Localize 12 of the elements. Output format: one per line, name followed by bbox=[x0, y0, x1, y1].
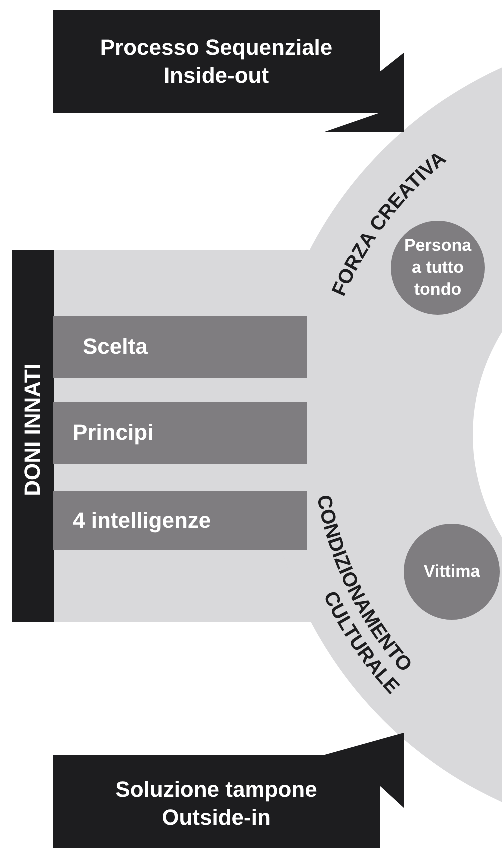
circle-text: Persona a tutto tondo bbox=[404, 236, 473, 301]
vertical-bar bbox=[12, 250, 54, 622]
circle-text: Vittima bbox=[422, 561, 482, 583]
label-bar bbox=[53, 402, 307, 464]
label-bar bbox=[53, 316, 307, 378]
label-bar bbox=[53, 491, 307, 550]
vertical-text: DONI INNATI bbox=[20, 364, 46, 496]
bar-text: Scelta bbox=[83, 334, 148, 360]
banner-text: Processo Sequenziale Inside-out bbox=[99, 34, 334, 90]
banner-text: Soluzione tampone Outside-in bbox=[114, 776, 318, 832]
bar-text: Principi bbox=[73, 420, 154, 446]
bar-text: 4 intelligenze bbox=[73, 508, 212, 534]
